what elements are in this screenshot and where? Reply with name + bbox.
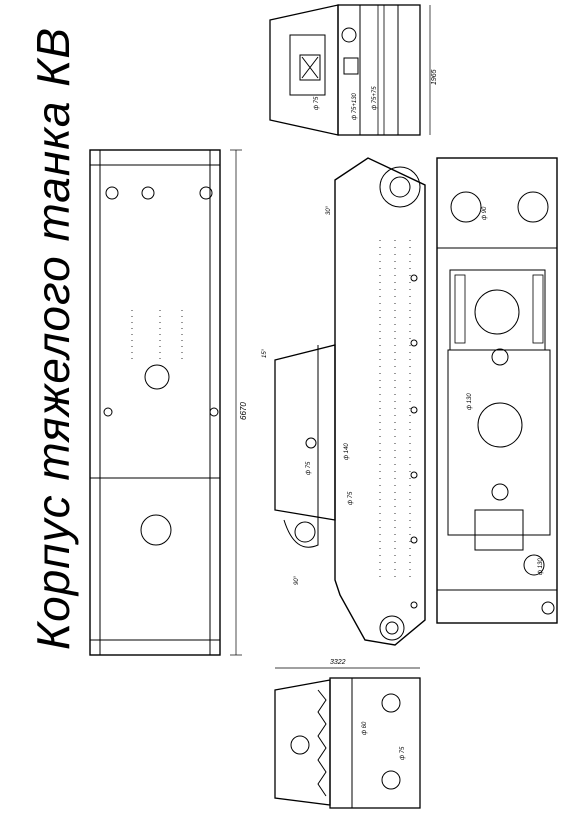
plan-view bbox=[436, 157, 558, 624]
angle-90: 90° bbox=[294, 575, 300, 585]
rear-view bbox=[274, 667, 421, 809]
angle-15: 15° bbox=[262, 348, 268, 358]
plan-label-2: ф 130 bbox=[467, 393, 473, 410]
front-view bbox=[269, 4, 431, 136]
height-dimension: 1965 bbox=[431, 69, 438, 85]
top-view bbox=[89, 149, 242, 656]
turret-label: ф 75 bbox=[306, 461, 312, 475]
angle-30: 30° bbox=[326, 205, 332, 215]
rear-label-2: ф 75 bbox=[400, 746, 406, 760]
turret-side bbox=[274, 344, 336, 548]
width-dimension: 3322 bbox=[330, 659, 346, 666]
front-label-1: ф 75 bbox=[314, 96, 320, 110]
front-label-3: ф 75+75 bbox=[372, 86, 378, 110]
plan-label-3: ф 130 bbox=[538, 558, 544, 575]
side-label-2: ф 75 bbox=[348, 491, 354, 505]
front-label-2: ф 75+130 bbox=[352, 92, 358, 120]
side-view bbox=[334, 157, 426, 646]
length-dimension: 6670 bbox=[239, 402, 248, 420]
plan-label-1: ф 90 bbox=[482, 206, 488, 220]
rear-label-1: ф 60 bbox=[362, 721, 368, 735]
side-label-1: ф 140 bbox=[344, 443, 350, 460]
